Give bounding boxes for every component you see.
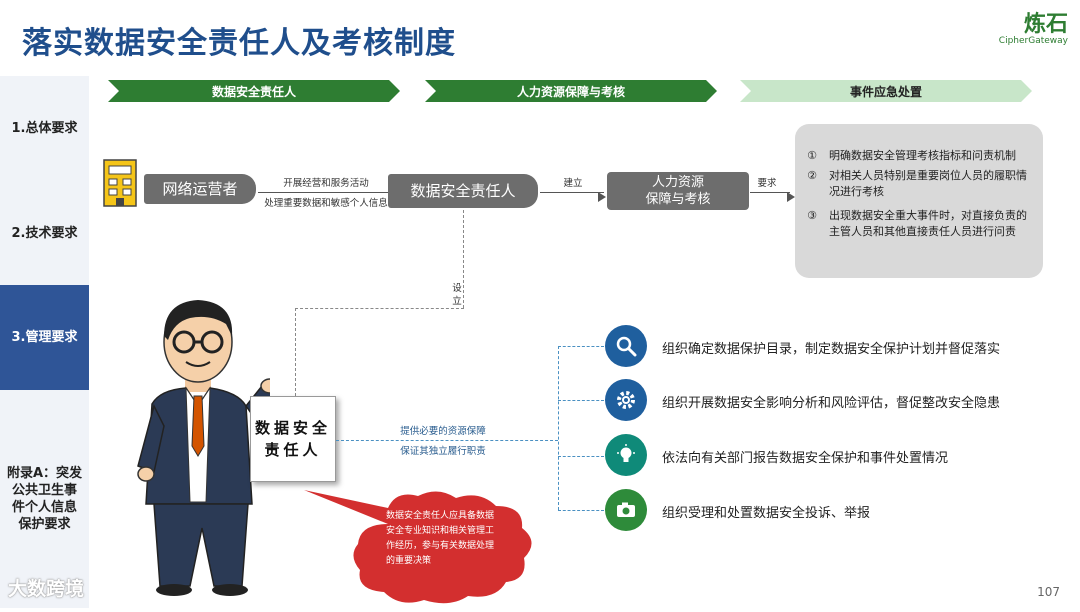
lightbulb-icon bbox=[605, 434, 647, 476]
search-icon bbox=[605, 325, 647, 367]
sidebar-item-label: 2.技术要求 bbox=[11, 225, 78, 241]
sidebar-item-label: 3.管理要求 bbox=[11, 330, 78, 345]
action-text: 依法向有关部门报告数据安全保护和事件处置情况 bbox=[662, 451, 949, 466]
link-line bbox=[336, 440, 558, 441]
sidebar-item-label: 附录A：突发公共卫生事件个人信息保护要求 bbox=[6, 466, 83, 532]
action-text: 组织确定数据保护目录，制定数据安全保护计划并督促落实 bbox=[662, 342, 1001, 357]
edge1-line bbox=[258, 192, 388, 193]
arrowhead-icon bbox=[598, 187, 606, 206]
businessman-illustration bbox=[130, 296, 280, 598]
phase-label: 事件应急处置 bbox=[849, 84, 922, 99]
bracket-branch bbox=[558, 510, 604, 511]
bracket-branch bbox=[558, 400, 604, 401]
requirements-panel: ① 明确数据安全管理考核指标和问责机制 ② 对相关人员特别是重要岗位人员的履职情况进… bbox=[795, 124, 1043, 278]
requirement-num: ① bbox=[807, 149, 817, 162]
edge2-label: 建立 bbox=[563, 178, 583, 189]
link-bottom-label: 保证其独立履行职责 bbox=[400, 446, 486, 457]
bracket-branch bbox=[558, 456, 604, 457]
bracket-branch bbox=[558, 346, 604, 347]
requirement-num: ② bbox=[807, 169, 817, 182]
requirement-text: 出现数据安全重大事件时，对直接负责的主管人员和其他直接责任人员进行问责 bbox=[829, 209, 1027, 238]
action-text: 组织开展数据安全影响分析和风险评估，督促整改安全隐患 bbox=[662, 396, 1001, 411]
logo-en: CipherGateway bbox=[998, 36, 1068, 46]
sidebar-item-appendix[interactable]: 附录A：突发公共卫生事件个人信息保护要求 bbox=[0, 390, 89, 608]
requirement-num: ③ bbox=[807, 209, 817, 222]
page-number: 107 bbox=[1037, 585, 1060, 599]
phase-arrow-hr: 人力资源保障与考核 bbox=[425, 80, 717, 102]
speech-bubble bbox=[300, 484, 560, 608]
edge1-bottom-label: 处理重要数据和敏感个人信息 bbox=[264, 198, 388, 209]
logo-cn: 炼石 bbox=[1023, 12, 1068, 37]
page-title: 落实数据安全责任人及考核制度 bbox=[22, 26, 456, 61]
hr-label: 人力资源 保障与考核 bbox=[645, 175, 711, 207]
requirement-text: 对相关人员特别是重要岗位人员的履职情况进行考核 bbox=[829, 169, 1027, 198]
requirement-text: 明确数据安全管理考核指标和问责机制 bbox=[829, 149, 1016, 162]
sidebar-item-overall[interactable]: 1.总体要求 bbox=[0, 76, 89, 181]
gear-icon bbox=[605, 379, 647, 421]
operator-label: 网络运营者 bbox=[162, 179, 238, 198]
camera-icon bbox=[605, 489, 647, 531]
link-top-label: 提供必要的资源保障 bbox=[400, 426, 486, 437]
phase-arrow-incident: 事件应急处置 bbox=[740, 80, 1032, 102]
watermark: 大数跨境 bbox=[8, 578, 85, 600]
responsible-sign: 数据安全责任人 bbox=[250, 396, 336, 482]
operator-box: 网络运营者 bbox=[144, 174, 256, 204]
requirement-item: ① 明确数据安全管理考核指标和问责机制 bbox=[795, 148, 1043, 164]
phase-label: 人力资源保障与考核 bbox=[516, 84, 625, 99]
responsible-label: 数据安全责任人 bbox=[410, 181, 516, 200]
setup-connector-horizontal bbox=[295, 308, 464, 309]
phase-label: 数据安全责任人 bbox=[211, 84, 296, 99]
brand-logo: 炼石 CipherGateway bbox=[999, 6, 1068, 46]
requirement-item: ② 对相关人员特别是重要岗位人员的履职情况进行考核 bbox=[795, 168, 1043, 200]
hr-box: 人力资源 保障与考核 bbox=[607, 172, 749, 210]
phase-arrow-responsible: 数据安全责任人 bbox=[108, 80, 400, 102]
responsible-box: 数据安全责任人 bbox=[388, 174, 538, 208]
bracket-vertical bbox=[558, 346, 559, 510]
sign-text: 数据安全责任人 bbox=[255, 419, 332, 459]
sidebar-item-technical[interactable]: 2.技术要求 bbox=[0, 181, 89, 285]
building-icon bbox=[102, 158, 138, 208]
edge3-line bbox=[750, 192, 790, 193]
arrowhead-icon bbox=[787, 187, 795, 206]
sidebar-item-management[interactable]: 3.管理要求 bbox=[0, 285, 89, 390]
action-text: 组织受理和处置数据安全投诉、举报 bbox=[662, 506, 871, 521]
sidebar: 1.总体要求 2.技术要求 3.管理要求 附录A：突发公共卫生事件个人信息保护要… bbox=[0, 76, 89, 608]
edge2-line bbox=[540, 192, 604, 193]
sidebar-item-label: 1.总体要求 bbox=[11, 121, 78, 136]
setup-connector-vertical bbox=[463, 210, 464, 308]
edge3-label: 要求 bbox=[757, 178, 777, 189]
setup-label: 设立 bbox=[452, 283, 462, 307]
edge1-top-label: 开展经营和服务活动 bbox=[283, 178, 369, 189]
bubble-text: 数据安全责任人应具备数据安全专业知识和相关管理工作经历，参与有关数据处理的重要决… bbox=[386, 511, 495, 566]
requirement-item: ③ 出现数据安全重大事件时，对直接负责的主管人员和其他直接责任人员进行问责 bbox=[795, 208, 1043, 240]
setup-connector-down bbox=[295, 308, 296, 396]
